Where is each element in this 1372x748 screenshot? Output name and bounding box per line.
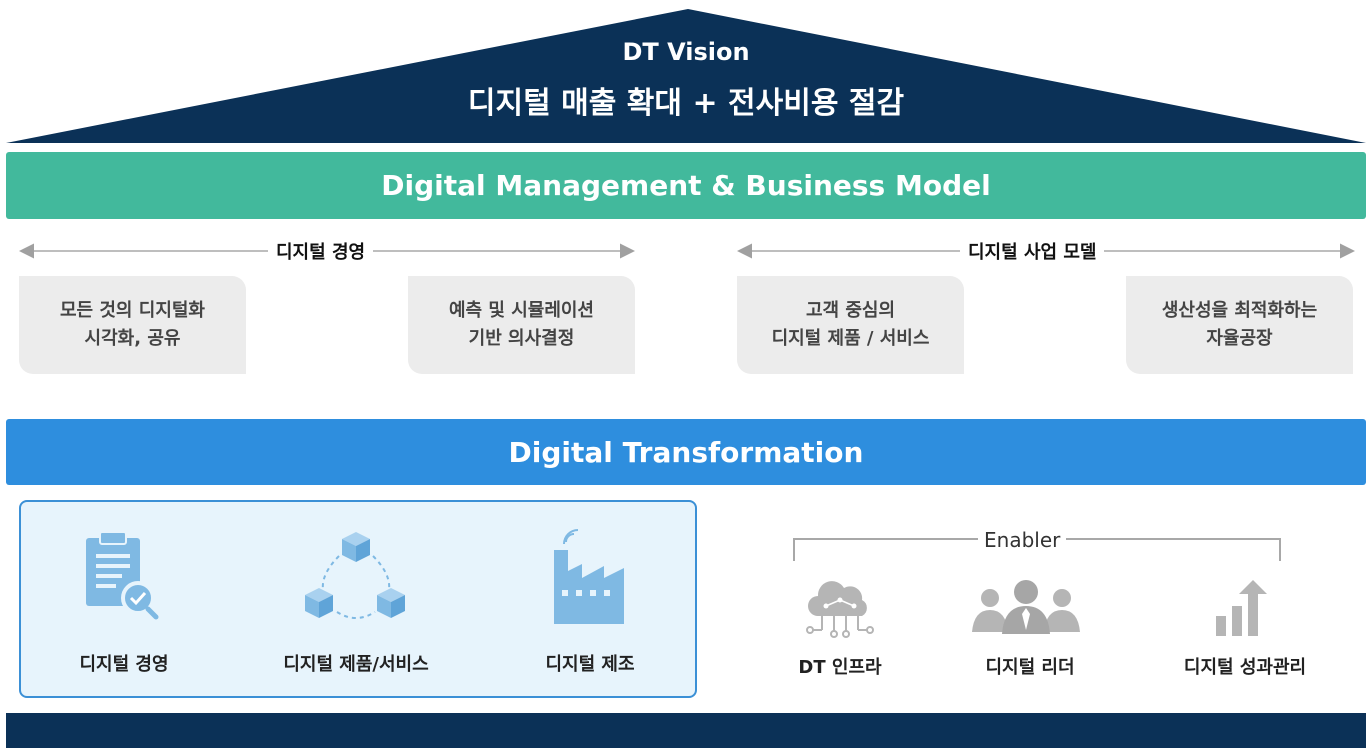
card-line: 기반 의사결정 [468,328,575,349]
clipboard-check-icon [86,531,159,620]
cubes-cycle-icon [305,532,405,619]
management-band: Digital Management & Business Model [6,152,1366,219]
foundation-bar [6,713,1366,748]
enabler-label-leader: 디지털 리더 [985,657,1075,678]
enabler-label-infra: DT 인프라 [798,657,882,678]
card-customer-centric: 고객 중심의 디지털 제품 / 서비스 [737,276,964,374]
card-autonomous-factory: 생산성을 최적화하는 자율공장 [1126,276,1353,374]
vision-title: DT Vision [622,38,750,66]
card-prediction-simulation: 예측 및 시뮬레이션 기반 의사결정 [408,276,635,374]
enabler-label-performance: 디지털 성과관리 [1183,657,1307,678]
dt-label-manufacturing: 디지털 제조 [545,654,635,675]
card-line: 예측 및 시뮬레이션 [448,300,594,321]
leaders-icon [972,580,1080,634]
growth-chart-icon [1216,580,1267,636]
cloud-network-icon [806,581,874,638]
section-label-business: 디지털 사업 모델 [960,238,1105,264]
vision-subtitle: 디지털 매출 확대 + 전사비용 절감 [467,86,905,121]
smart-factory-icon [554,529,624,624]
dt-label-management: 디지털 경영 [79,654,169,675]
section-arrows [19,243,1355,259]
card-line: 모든 것의 디지털화 [59,300,205,321]
dt-label-product-service: 디지털 제품/서비스 [283,654,429,675]
card-digitalize-all: 모든 것의 디지털화 시각화, 공유 [19,276,246,374]
transformation-band: Digital Transformation [6,419,1366,485]
vision-roof [6,9,1366,143]
card-line: 생산성을 최적화하는 [1161,300,1318,321]
section-label-management: 디지털 경영 [268,238,374,264]
card-line: 디지털 제품 / 서비스 [771,328,930,349]
card-line: 시각화, 공유 [84,328,181,349]
enabler-title: Enabler [978,528,1067,552]
card-line: 고객 중심의 [805,300,896,321]
card-line: 자율공장 [1206,328,1273,349]
